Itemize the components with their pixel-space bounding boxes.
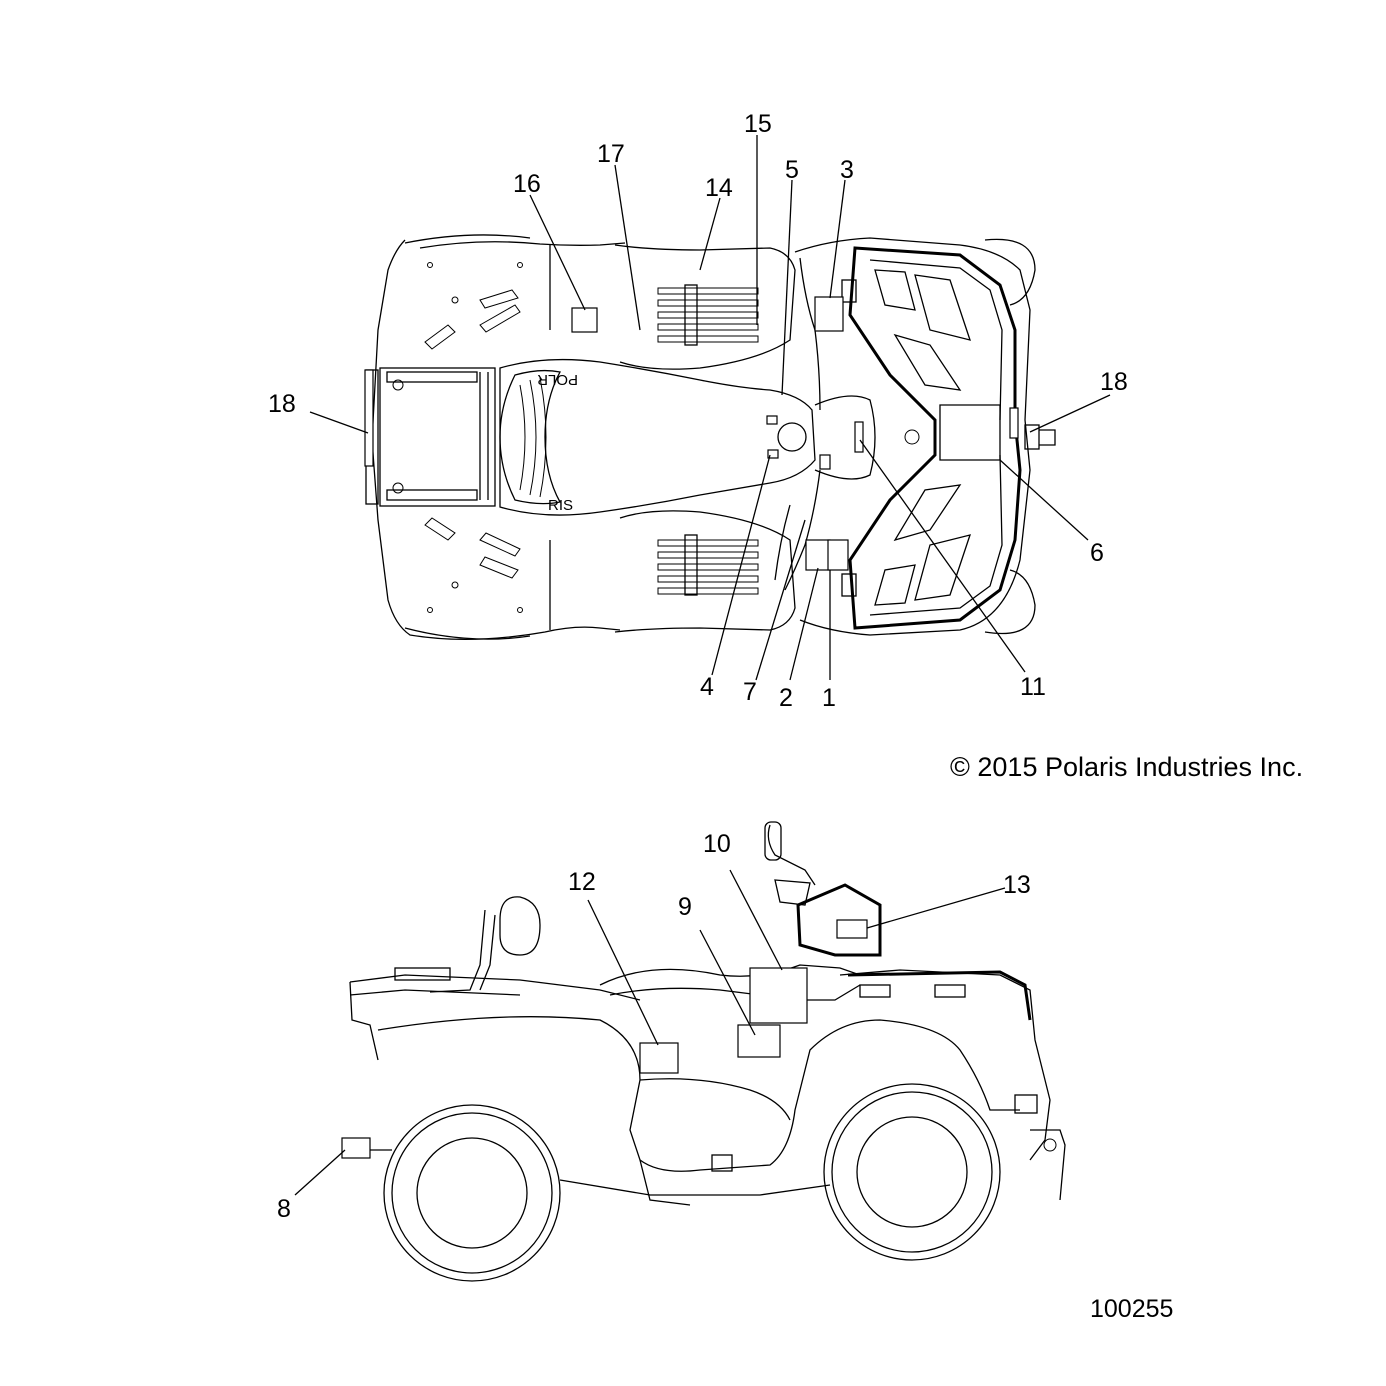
callout-6: 6	[1090, 539, 1104, 567]
callout-16: 16	[513, 170, 541, 198]
leader-lines-top	[309, 135, 1111, 681]
atv-side-view	[349, 821, 1066, 1282]
footrest-bottom	[657, 534, 759, 596]
callout-8: 8	[277, 1195, 291, 1223]
callout-14: 14	[705, 174, 733, 202]
callout-9: 9	[678, 893, 692, 921]
callout-12: 12	[568, 868, 596, 896]
decal-8	[341, 1137, 371, 1159]
decal-5	[766, 415, 778, 425]
callout-1: 1	[822, 684, 836, 712]
decal-2	[805, 539, 831, 571]
footrest-top	[657, 284, 759, 346]
decal-1	[827, 539, 849, 571]
decal-16	[571, 307, 598, 333]
callouts-top-view: 15 17 16 14 5 3 18 18 6 4 7 2 1 11	[268, 110, 1128, 712]
callout-18-right: 18	[1100, 368, 1128, 396]
decal-3	[814, 296, 844, 332]
callout-2: 2	[779, 684, 793, 712]
callout-7: 7	[743, 678, 757, 706]
callout-15: 15	[744, 110, 772, 138]
front-rack	[848, 246, 1022, 630]
decal-4	[767, 449, 779, 459]
brand-text-bottom: RIS	[548, 497, 573, 514]
brand-text-top: POLR	[537, 371, 578, 388]
decal-7	[819, 454, 831, 470]
copyright-text: © 2015 Polaris Industries Inc.	[950, 752, 1304, 782]
atv-top-view: POLR RIS	[365, 234, 1056, 640]
figure-number: 100255	[1090, 1295, 1174, 1323]
callout-11: 11	[1020, 673, 1046, 701]
decal-18-front	[1009, 407, 1019, 439]
decals-side-view	[341, 919, 868, 1159]
callout-5: 5	[785, 156, 799, 184]
callout-13: 13	[1003, 871, 1031, 899]
decal-13	[836, 919, 868, 939]
callout-3: 3	[840, 156, 854, 184]
decal-10	[749, 967, 808, 1024]
callout-18-left: 18	[268, 390, 296, 418]
decal-12	[639, 1042, 679, 1074]
callout-10: 10	[703, 830, 731, 858]
decal-18-rear	[364, 369, 374, 467]
decal-9	[737, 1024, 781, 1058]
decal-11	[854, 421, 864, 453]
callouts-side-view: 10 12 9 13 8	[277, 830, 1031, 1223]
callout-4: 4	[700, 673, 714, 701]
leader-lines-side	[294, 869, 1006, 1196]
callout-17: 17	[597, 140, 625, 168]
decals-top-view	[364, 296, 1019, 571]
